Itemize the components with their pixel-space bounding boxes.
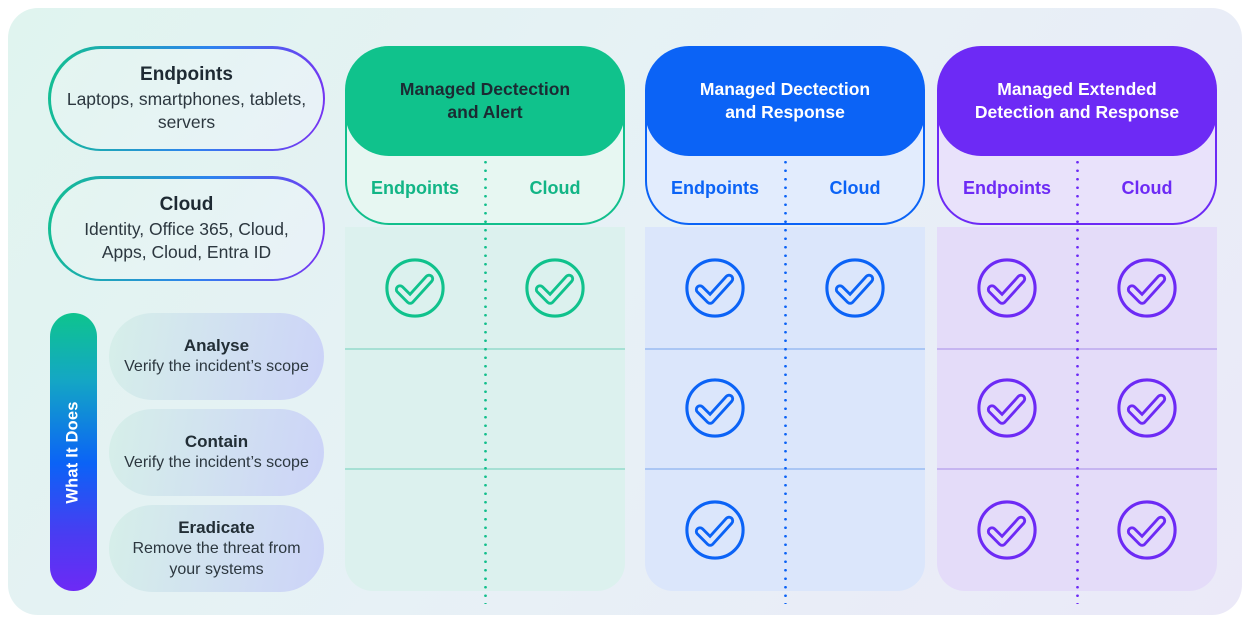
asset-box-endpoints: Endpoints Laptops, smartphones, tablets,… — [48, 46, 325, 151]
check-cell — [645, 227, 785, 348]
asset-box-cloud-inner: Cloud Identity, Office 365, Cloud, Apps,… — [50, 178, 323, 279]
column-title: Managed Dectection and Alert — [399, 79, 571, 122]
check-cell — [937, 468, 1077, 591]
column-title: Managed Dectection and Response — [699, 79, 871, 122]
check-cell — [345, 348, 485, 468]
asset-description: Laptops, smartphones, tablets, servers — [66, 88, 307, 132]
check-cell — [785, 348, 925, 468]
comparison-infographic-card: Endpoints Laptops, smartphones, tablets,… — [8, 8, 1242, 615]
asset-title: Endpoints — [140, 63, 233, 85]
check-cell — [1077, 348, 1217, 468]
column-managed-detection-and-response: Endpoints Cloud Managed Dectection and R… — [645, 46, 925, 606]
subheader-cloud: Cloud — [1121, 178, 1173, 198]
asset-title: Cloud — [159, 193, 214, 215]
check-cell — [645, 468, 785, 591]
check-cell — [785, 468, 925, 591]
check-cell — [937, 227, 1077, 348]
subheader-endpoints: Endpoints — [371, 178, 459, 198]
check-circle-icon — [977, 378, 1037, 438]
check-cell — [785, 227, 925, 348]
what-it-does-label: What It Does — [64, 400, 83, 504]
subheader-endpoints: Endpoints — [963, 178, 1051, 198]
check-circle-icon — [977, 499, 1037, 560]
check-circle-icon — [977, 257, 1037, 318]
asset-description: Identity, Office 365, Cloud, Apps, Cloud… — [84, 218, 289, 262]
action-title: Eradicate — [178, 517, 255, 537]
check-circle-icon — [685, 378, 745, 438]
action-title: Contain — [184, 432, 249, 451]
subheader-cloud: Cloud — [829, 178, 881, 198]
action-description: Verify the incident’s scope — [124, 454, 309, 471]
check-cell — [1077, 227, 1217, 348]
check-circle-icon — [525, 257, 585, 318]
subheader-row: Endpoints Cloud — [937, 166, 1217, 211]
check-circle-icon — [825, 257, 885, 318]
column-header: Managed Dectection and Alert — [345, 46, 625, 156]
check-cell — [645, 348, 785, 468]
check-cell — [485, 468, 625, 591]
asset-box-cloud: Cloud Identity, Office 365, Cloud, Apps,… — [48, 176, 325, 281]
asset-box-endpoints-inner: Endpoints Laptops, smartphones, tablets,… — [50, 48, 323, 149]
action-pill-contain: Contain Verify the incident’s scope — [109, 409, 324, 496]
dotted-column-separator — [1075, 158, 1079, 604]
check-cell — [345, 227, 485, 348]
check-cell — [345, 468, 485, 591]
check-cell — [1077, 468, 1217, 591]
check-cell — [937, 348, 1077, 468]
column-managed-detection-and-alert: Endpoints Cloud Managed Dectection and A… — [345, 46, 625, 606]
check-circle-icon — [1117, 378, 1177, 438]
column-title: Managed Extended Detection and Response — [974, 79, 1180, 122]
column-header: Managed Extended Detection and Response — [937, 46, 1217, 156]
check-circle-icon — [685, 499, 745, 560]
action-pill-analyse: Analyse Verify the incident’s scope — [109, 313, 324, 400]
check-cell — [485, 227, 625, 348]
subheader-endpoints: Endpoints — [671, 178, 759, 198]
action-description: Remove the threat from your systems — [132, 539, 301, 578]
check-cell — [485, 348, 625, 468]
check-circle-icon — [685, 257, 745, 318]
subheader-row: Endpoints Cloud — [345, 166, 625, 211]
check-circle-icon — [385, 257, 445, 318]
action-pill-eradicate: Eradicate Remove the threat from your sy… — [109, 505, 324, 592]
dotted-column-separator — [783, 158, 787, 604]
check-circle-icon — [1117, 257, 1177, 318]
action-title: Analyse — [183, 336, 250, 355]
column-managed-extended-detection-and-response: Endpoints Cloud Managed Extended Detecti… — [937, 46, 1217, 606]
subheader-cloud: Cloud — [529, 178, 581, 198]
dotted-column-separator — [483, 158, 487, 604]
subheader-row: Endpoints Cloud — [645, 166, 925, 211]
what-it-does-bar: What It Does — [50, 313, 97, 591]
action-description: Verify the incident’s scope — [124, 358, 309, 375]
column-header: Managed Dectection and Response — [645, 46, 925, 156]
check-circle-icon — [1117, 499, 1177, 560]
